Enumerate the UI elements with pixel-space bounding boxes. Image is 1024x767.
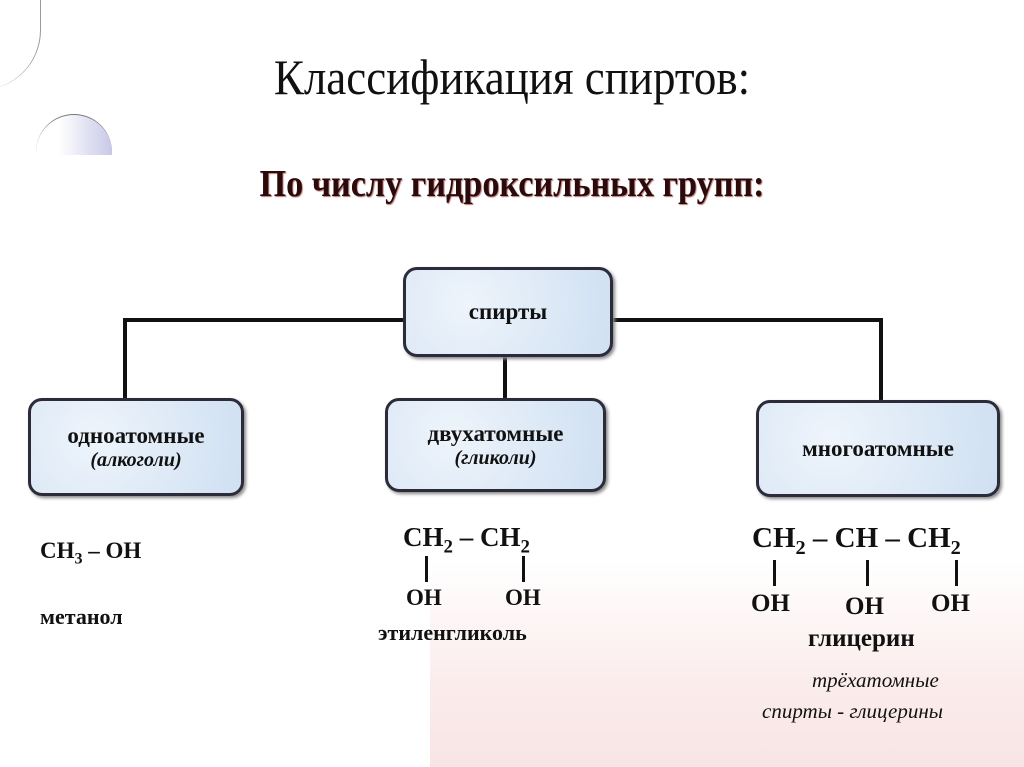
bond-line [866, 560, 869, 586]
category-note: трёхатомные [812, 668, 939, 692]
bond-line [522, 556, 525, 582]
category-label: двухатомные [427, 420, 564, 446]
root-box: спирты [403, 267, 613, 357]
example-name: этиленгликоль [378, 620, 527, 645]
root-label: спирты [468, 299, 548, 324]
category-label: одноатомные [67, 422, 205, 448]
category-note: спирты - глицерины [762, 699, 943, 723]
connector-center [503, 355, 507, 400]
category-note: (алкоголи) [90, 448, 182, 471]
hydroxyl-group: OH [406, 585, 442, 610]
category-label: многоатомные [802, 435, 954, 461]
bond-line [425, 556, 428, 582]
slide-title: Классификация спиртов: [273, 49, 751, 105]
category-note: (гликоли) [454, 446, 537, 469]
category-box-dihydric: двухатомные (гликоли) [385, 398, 606, 492]
formula-methanol: CH3 – OH [40, 538, 142, 568]
hydroxyl-group: OH [751, 590, 790, 617]
bond-line [955, 560, 958, 586]
category-box-monohydric: одноатомные (алкоголи) [28, 398, 244, 496]
decorative-arc [0, 0, 41, 90]
connector-left [123, 318, 127, 400]
hydroxyl-group: OH [505, 585, 541, 610]
example-name: метанол [40, 604, 123, 629]
hydroxyl-group: OH [931, 590, 970, 617]
category-box-polyhydric: многоатомные [756, 400, 1000, 497]
formula-glycerol: CH2 – CH – CH2 [752, 522, 961, 559]
hydroxyl-group: OH [845, 593, 884, 620]
formula-ethylene-glycol: CH2 – CH2 [403, 522, 530, 558]
slide-subtitle: По числу гидроксильных групп: [259, 163, 765, 205]
decorative-arc [36, 114, 112, 155]
background-gradient [430, 560, 1024, 767]
example-name: глицерин [808, 625, 915, 652]
connector-right [879, 318, 883, 402]
bond-line [773, 560, 776, 586]
